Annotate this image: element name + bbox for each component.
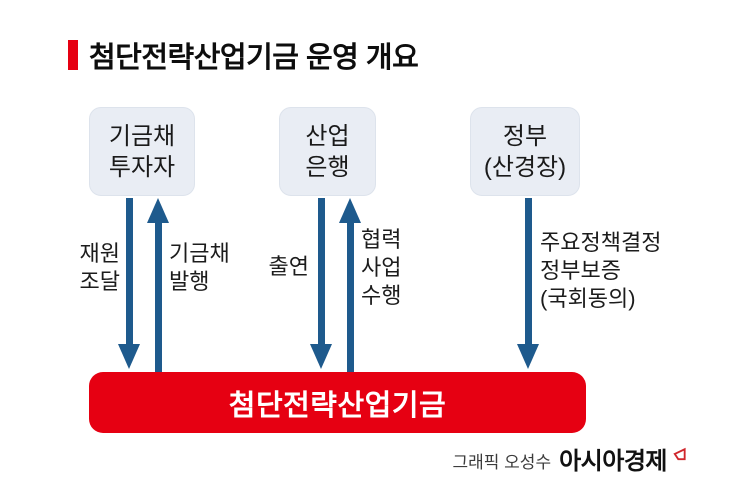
- fund-box: 첨단전략산업기금: [89, 372, 586, 433]
- arrow-head: [147, 198, 169, 223]
- arrow-head: [118, 344, 140, 369]
- label-bond-issuance: 기금채 발행: [169, 241, 230, 294]
- node-fund-bond-investors: 기금채 투자자: [89, 107, 195, 196]
- node-industrial-bank: 산업 은행: [279, 107, 376, 196]
- label-cooperation-projects: 협력 사업 수행: [361, 227, 402, 308]
- brand-logo-text: 아시아경제: [559, 448, 667, 475]
- arrow-shaft: [154, 223, 162, 372]
- asiae-logo-mark-icon: [673, 447, 686, 461]
- arrow-head: [339, 198, 361, 223]
- contribution-down-arrow-icon: [310, 198, 332, 369]
- title-row: 첨단전략산업기금 운영 개요: [68, 34, 419, 76]
- title-accent-bar: [68, 40, 78, 70]
- bond-issue-up-arrow-icon: [147, 198, 169, 372]
- label-policy-guarantee: 주요정책결정 정부보증 (국회동의): [540, 230, 662, 311]
- credit: 그래픽 오성수 아시아경제: [453, 447, 687, 475]
- node-government: 정부 (산경장): [470, 107, 580, 196]
- credit-graphic-text: 그래픽 오성수: [452, 453, 552, 472]
- arrow-head: [310, 344, 332, 369]
- page-title: 첨단전략산업기금 운영 개요: [89, 42, 419, 74]
- cooperation-up-arrow-icon: [339, 198, 361, 372]
- arrow-head: [517, 344, 539, 369]
- label-financing: 재원 조달: [79, 241, 120, 294]
- label-contribution: 출연: [268, 254, 309, 279]
- arrow-shaft: [317, 198, 325, 344]
- arrow-shaft: [524, 198, 532, 344]
- financing-down-arrow-icon: [118, 198, 140, 369]
- policy-down-arrow-icon: [517, 198, 539, 369]
- arrow-shaft: [346, 223, 354, 372]
- arrow-shaft: [125, 198, 133, 344]
